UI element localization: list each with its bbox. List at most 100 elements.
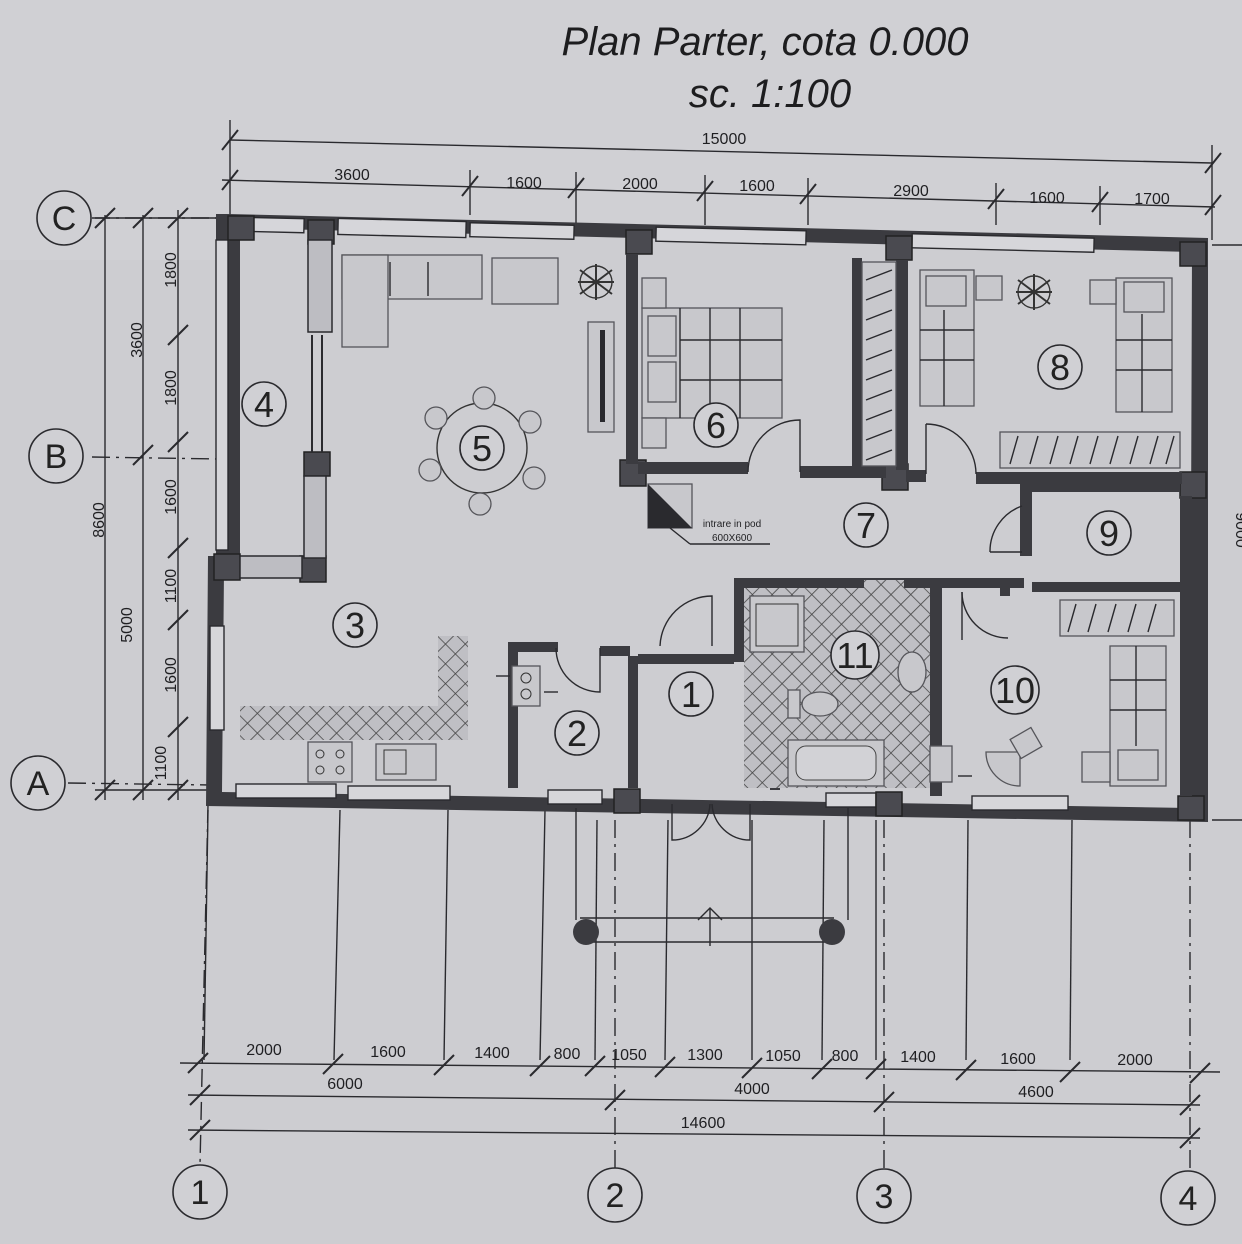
kitchen-sink-icon xyxy=(375,743,437,781)
dim-bottom-group-2: 4000 xyxy=(734,1081,770,1098)
boiler-icon xyxy=(929,745,972,783)
svg-text:1: 1 xyxy=(681,674,701,715)
room-label-7: 7 xyxy=(843,502,889,548)
plant-icon xyxy=(1016,274,1052,310)
dim-top-2: 1600 xyxy=(506,175,542,192)
dim-left-group-2: 5000 xyxy=(119,607,136,643)
shower-icon xyxy=(749,595,805,653)
room-label-1: 1 xyxy=(668,671,714,717)
dim-top-4: 1600 xyxy=(739,178,775,195)
svg-text:4: 4 xyxy=(254,384,274,425)
dim-bottom-9: 1400 xyxy=(900,1049,936,1066)
dim-left-4: 1100 xyxy=(163,569,180,604)
axis-bubble-a: A xyxy=(10,755,66,811)
toilet-icon xyxy=(787,689,839,719)
dim-top-1: 3600 xyxy=(334,167,370,184)
plan-title: Plan Parter, cota 0.000 xyxy=(562,20,969,64)
tv-icon xyxy=(587,321,615,433)
dim-bottom-6: 1300 xyxy=(687,1047,723,1064)
dim-bottom-7: 1050 xyxy=(765,1048,801,1065)
svg-text:8: 8 xyxy=(1050,347,1070,388)
dim-top-overall: 15000 xyxy=(702,131,747,148)
bottom-dimension-chain: 2000 1600 1400 800 1050 1300 1050 800 14… xyxy=(179,809,1221,1149)
room-label-3: 3 xyxy=(332,602,378,648)
desk-chair-icon xyxy=(985,726,1043,787)
axis-grid xyxy=(67,217,1191,1170)
svg-text:A: A xyxy=(27,765,50,803)
bathtub-icon xyxy=(787,739,885,787)
svg-text:9: 9 xyxy=(1099,513,1119,554)
dim-bottom-overall: 14600 xyxy=(681,1115,726,1132)
dim-top-3: 2000 xyxy=(622,176,658,193)
svg-text:4: 4 xyxy=(1179,1180,1198,1218)
dim-left-1: 1800 xyxy=(163,252,180,288)
dim-bottom-5: 1050 xyxy=(611,1047,647,1064)
dim-bottom-3: 1400 xyxy=(474,1045,510,1062)
dim-bottom-1: 2000 xyxy=(246,1042,282,1059)
dim-bottom-10: 1600 xyxy=(1000,1051,1036,1068)
dim-left-overall: 8600 xyxy=(91,502,108,538)
svg-text:2: 2 xyxy=(606,1177,625,1215)
axis-bubble-4: 4 xyxy=(1160,1170,1216,1226)
double-bed-icon xyxy=(641,277,783,449)
svg-text:6: 6 xyxy=(706,405,726,446)
dim-top-6: 1600 xyxy=(1029,190,1065,207)
attic-hatch: intrare in pod 600X600 xyxy=(647,483,770,545)
wardrobe-icon xyxy=(1059,599,1175,637)
attic-note-line1: intrare in pod xyxy=(703,519,761,530)
room-label-9: 9 xyxy=(1086,510,1132,556)
sink-icon xyxy=(897,651,927,693)
room-label-10: 10 xyxy=(990,665,1040,715)
dim-bottom-4: 800 xyxy=(554,1046,581,1063)
plant-icon xyxy=(578,264,614,300)
dim-left-3: 1600 xyxy=(163,479,180,515)
dim-bottom-2: 1600 xyxy=(370,1044,406,1061)
axis-bubble-2: 2 xyxy=(587,1167,643,1223)
svg-text:11: 11 xyxy=(836,635,873,676)
plan-scale: sc. 1:100 xyxy=(689,72,851,116)
dim-left-group-1: 3600 xyxy=(129,322,146,358)
axis-bubble-3: 3 xyxy=(856,1168,912,1224)
single-bed-icon xyxy=(919,269,1003,407)
top-dimension-chain: 15000 3600 1600 2000 1600 2900 1600 1700 xyxy=(221,120,1222,240)
kitchen-stove-icon xyxy=(307,741,353,783)
dim-bottom-11: 2000 xyxy=(1117,1052,1153,1069)
axis-bubble-c: C xyxy=(36,190,92,246)
dim-left-5: 1600 xyxy=(163,657,180,693)
dim-top-7: 1700 xyxy=(1134,191,1170,208)
svg-text:3: 3 xyxy=(875,1178,894,1216)
sofa-icon xyxy=(341,254,559,348)
room-label-11: 11 xyxy=(830,630,880,680)
svg-text:3: 3 xyxy=(345,605,365,646)
single-bed-icon xyxy=(1089,277,1173,413)
room-label-4: 4 xyxy=(241,381,287,427)
axis-bubble-1: 1 xyxy=(172,1164,228,1220)
dim-left-2: 1800 xyxy=(163,370,180,406)
entrance-porch xyxy=(573,808,849,946)
dim-bottom-8: 800 xyxy=(832,1048,859,1065)
room-label-6: 6 xyxy=(693,402,739,448)
wardrobe-icon xyxy=(861,261,897,467)
dim-left-6: 1100 xyxy=(153,746,170,781)
axis-bubble-b: B xyxy=(28,428,84,484)
dim-bottom-group-1: 6000 xyxy=(327,1076,363,1093)
svg-text:1: 1 xyxy=(191,1174,210,1212)
boiler-icon xyxy=(496,665,558,707)
svg-text:10: 10 xyxy=(995,670,1035,711)
svg-text:B: B xyxy=(45,438,68,476)
dining-table-icon xyxy=(418,386,546,516)
room-label-2: 2 xyxy=(554,710,600,756)
svg-text:5: 5 xyxy=(472,428,492,469)
svg-text:2: 2 xyxy=(567,713,587,754)
dim-top-5: 2900 xyxy=(893,183,929,200)
wardrobe-icon xyxy=(999,431,1181,469)
attic-note-line2: 600X600 xyxy=(712,533,752,544)
dim-right-partial: 9000 xyxy=(1232,512,1242,548)
room-label-8: 8 xyxy=(1037,344,1083,390)
room-label-5: 5 xyxy=(459,425,505,471)
windows xyxy=(209,216,1095,811)
single-bed-icon xyxy=(1081,645,1167,787)
dim-bottom-group-3: 4600 xyxy=(1018,1084,1054,1101)
svg-text:C: C xyxy=(52,200,77,238)
